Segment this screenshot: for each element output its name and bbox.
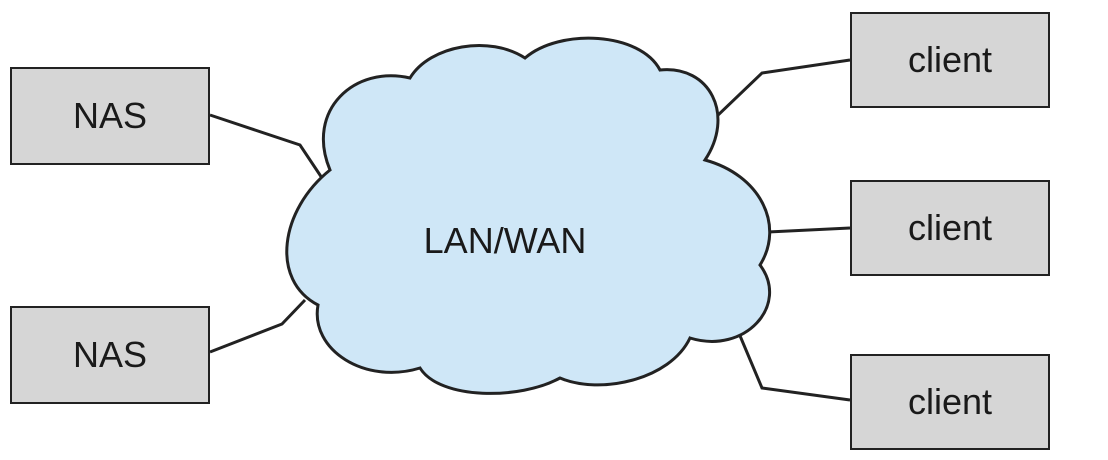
client-label: client [907,39,993,80]
link-nas-top [209,113,324,179]
nas-box-bottom: NAS [10,306,210,404]
client-box-middle: client [850,180,1050,276]
nas-box-top: NAS [10,67,210,165]
link-client-middle [767,226,851,234]
client-label: client [907,207,993,248]
link-nas-bottom [209,298,307,354]
network-label: LAN/WAN [423,220,587,261]
link-client-bottom [728,311,851,402]
nas-label: NAS [72,95,148,136]
client-label: client [907,381,993,422]
network-cloud [285,36,772,395]
client-box-bottom: client [850,354,1050,450]
client-box-top: client [850,12,1050,108]
nas-label: NAS [72,334,148,375]
